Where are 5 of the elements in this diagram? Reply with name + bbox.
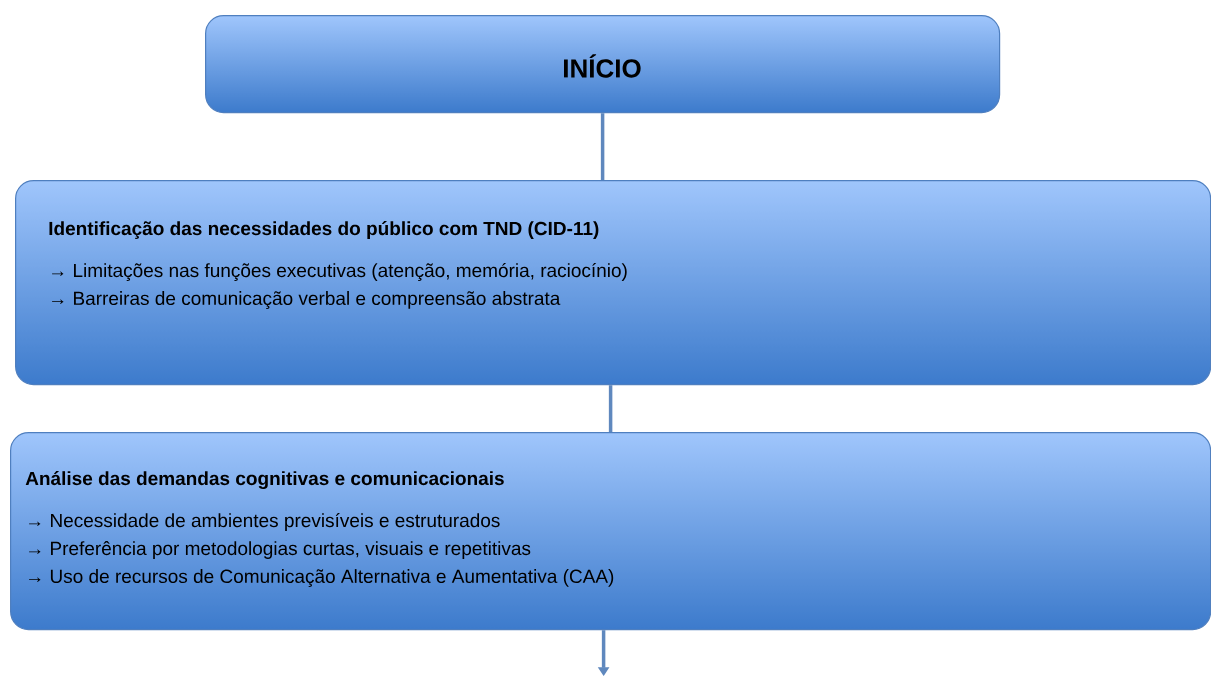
process-box: Análise das demandas cognitivas e comunicacionais → Necessidade de ambientes previsíveis e estruturados → Preferência por metodologias curtas, visuais e repetitivas → Uso de recursos de Comunicação Alternativa e Aumentativa (CAA) (10, 432, 1211, 631)
connector-line (600, 113, 605, 180)
connector-line (608, 385, 613, 432)
process-box: Identificação das necessidades do público com TND (CID-11) → Limitações nas funções executivas (atenção, memória, raciocínio) → Barreiras de comunicação verbal e compreensão abstrata (15, 180, 1211, 386)
process-box: INÍCIO (205, 15, 1001, 114)
